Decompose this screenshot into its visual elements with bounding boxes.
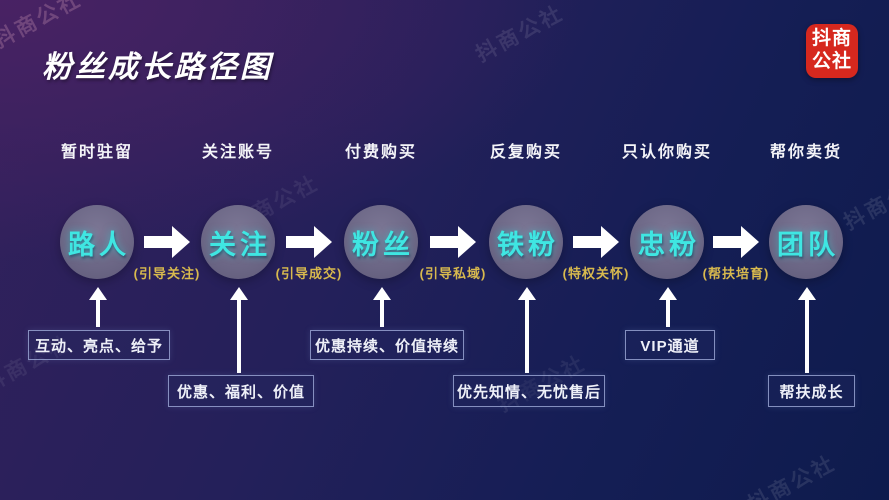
up-arrow-icon [373, 287, 391, 327]
stage-phase-label: 暂时驻留 [60, 144, 133, 161]
right-arrow-icon [144, 226, 190, 258]
watermark-text: 抖商公社 [472, 1, 568, 67]
stage-phase-label: 关注账号 [201, 144, 274, 161]
up-arrow-icon [659, 287, 677, 327]
transition-label: (帮扶培育) [702, 266, 770, 281]
transition-label: (引导私域) [419, 266, 487, 281]
support-box: VIP通道 [625, 330, 715, 360]
support-box: 优惠、福利、价值 [168, 375, 314, 407]
up-arrow-icon [89, 287, 107, 327]
up-arrow-icon [798, 287, 816, 373]
stage-circle: 铁粉 [489, 205, 563, 279]
stage-circle-label: 团队 [777, 229, 839, 260]
page-title: 粉丝成长路径图 [42, 51, 273, 84]
stage-circle: 路人 [60, 205, 134, 279]
stage-circle-label: 粉丝 [352, 229, 414, 260]
stage-circle: 团队 [769, 205, 843, 279]
watermark-text: 抖商公社 [744, 451, 840, 500]
stage-circle-label: 路人 [68, 229, 130, 260]
transition-label: (特权关怀) [562, 266, 630, 281]
right-arrow-icon [713, 226, 759, 258]
transition-label: (引导成交) [275, 266, 343, 281]
up-arrow-icon [518, 287, 536, 373]
transition-label: (引导关注) [133, 266, 201, 281]
right-arrow-icon [430, 226, 476, 258]
stage-phase-label: 付费购买 [344, 144, 417, 161]
right-arrow-icon [286, 226, 332, 258]
brand-logo-line2: 公社 [811, 51, 852, 72]
stage-circle-label: 忠粉 [638, 229, 700, 260]
stage-circle: 关注 [201, 205, 275, 279]
brand-logo-line1: 抖商 [811, 28, 852, 50]
support-box: 帮扶成长 [768, 375, 855, 407]
stage-phase-label: 只认你购买 [621, 144, 712, 161]
stage-circle-label: 铁粉 [497, 229, 559, 260]
stage-circle: 粉丝 [344, 205, 418, 279]
stage-phase-label: 帮你卖货 [769, 144, 842, 161]
support-box: 优惠持续、价值持续 [310, 330, 464, 360]
watermark-text: 抖商公社 [840, 169, 889, 235]
support-box: 优先知情、无忧售后 [453, 375, 605, 407]
brand-logo: 抖商 公社 [806, 24, 858, 78]
up-arrow-icon [230, 287, 248, 373]
support-box: 互动、亮点、给予 [28, 330, 170, 360]
stage-circle: 忠粉 [630, 205, 704, 279]
stage-phase-label: 反复购买 [489, 144, 562, 161]
stage-circle-label: 关注 [209, 229, 271, 260]
right-arrow-icon [573, 226, 619, 258]
